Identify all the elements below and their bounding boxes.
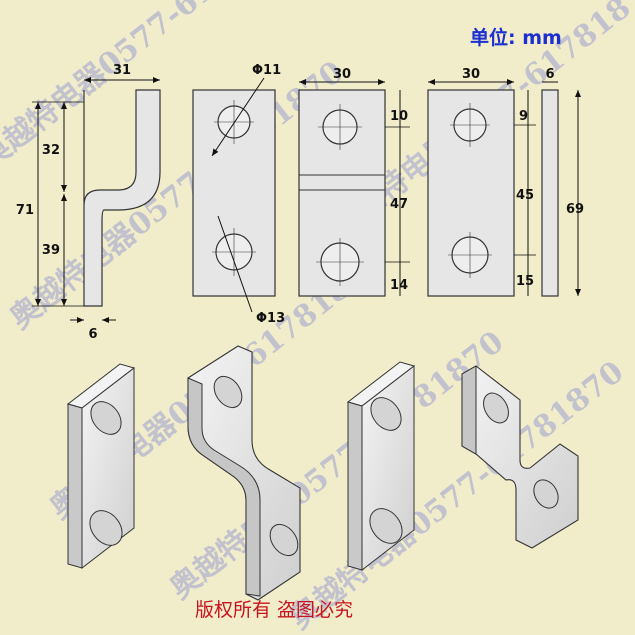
plate-side-face [347, 401, 363, 571]
dim-v3-width: 30 [333, 67, 351, 82]
plate-side-outline [541, 89, 559, 297]
dim-v2-hole-bottom: Φ13 [256, 311, 285, 326]
iso-hole [483, 392, 509, 424]
iso-flat-plate-2 [346, 361, 416, 572]
view-flat-plate: 30 9 45 15 [427, 67, 536, 297]
dim-v3-top: 10 [390, 109, 408, 124]
side-profile-shape [83, 89, 161, 307]
copyright-notice: 版权所有 盗图必究 [195, 599, 353, 621]
iso-flat-plate-1 [66, 363, 136, 570]
dim-v3-mid: 47 [390, 197, 408, 212]
plate-side-face [67, 403, 83, 569]
view-side-bend: 31 32 71 39 6 [16, 63, 161, 342]
dim-v5-height: 69 [566, 202, 584, 217]
iso-hole [90, 401, 122, 435]
iso-hole [370, 397, 402, 431]
iso-bent-plate [187, 345, 301, 601]
iso-hole [213, 375, 243, 409]
unit-label: 单位: mm [470, 26, 562, 49]
bent-plate-edge [461, 365, 477, 455]
bent-plate-edge [187, 377, 261, 597]
dim-v5-thickness: 6 [545, 67, 554, 82]
view-front-bend-lines: 30 10 47 14 [298, 67, 410, 297]
dim-v1-top-width: 31 [113, 63, 131, 78]
iso-hole [269, 523, 299, 557]
dim-v1-total: 71 [16, 203, 34, 218]
leader-line [211, 77, 265, 157]
view-front-holes: Φ11 Φ13 [192, 63, 285, 326]
dim-v1-lower: 39 [42, 243, 60, 258]
dim-v4-mid: 45 [516, 188, 534, 203]
dim-v4-width: 30 [462, 67, 480, 82]
iso-bent-plate-2 [461, 365, 579, 549]
dim-v2-hole-top: Φ11 [252, 63, 281, 78]
iso-hole [89, 510, 123, 546]
view-side-thin: 6 69 [541, 67, 584, 297]
leader-line [217, 215, 253, 313]
dim-v3-bottom: 14 [390, 278, 408, 293]
dim-v4-bottom: 15 [516, 274, 534, 289]
dim-v1-upper: 32 [42, 143, 60, 158]
dim-v4-top: 9 [519, 109, 528, 124]
dim-v1-thickness: 6 [88, 327, 97, 342]
iso-hole [533, 479, 559, 509]
iso-hole [369, 508, 403, 544]
